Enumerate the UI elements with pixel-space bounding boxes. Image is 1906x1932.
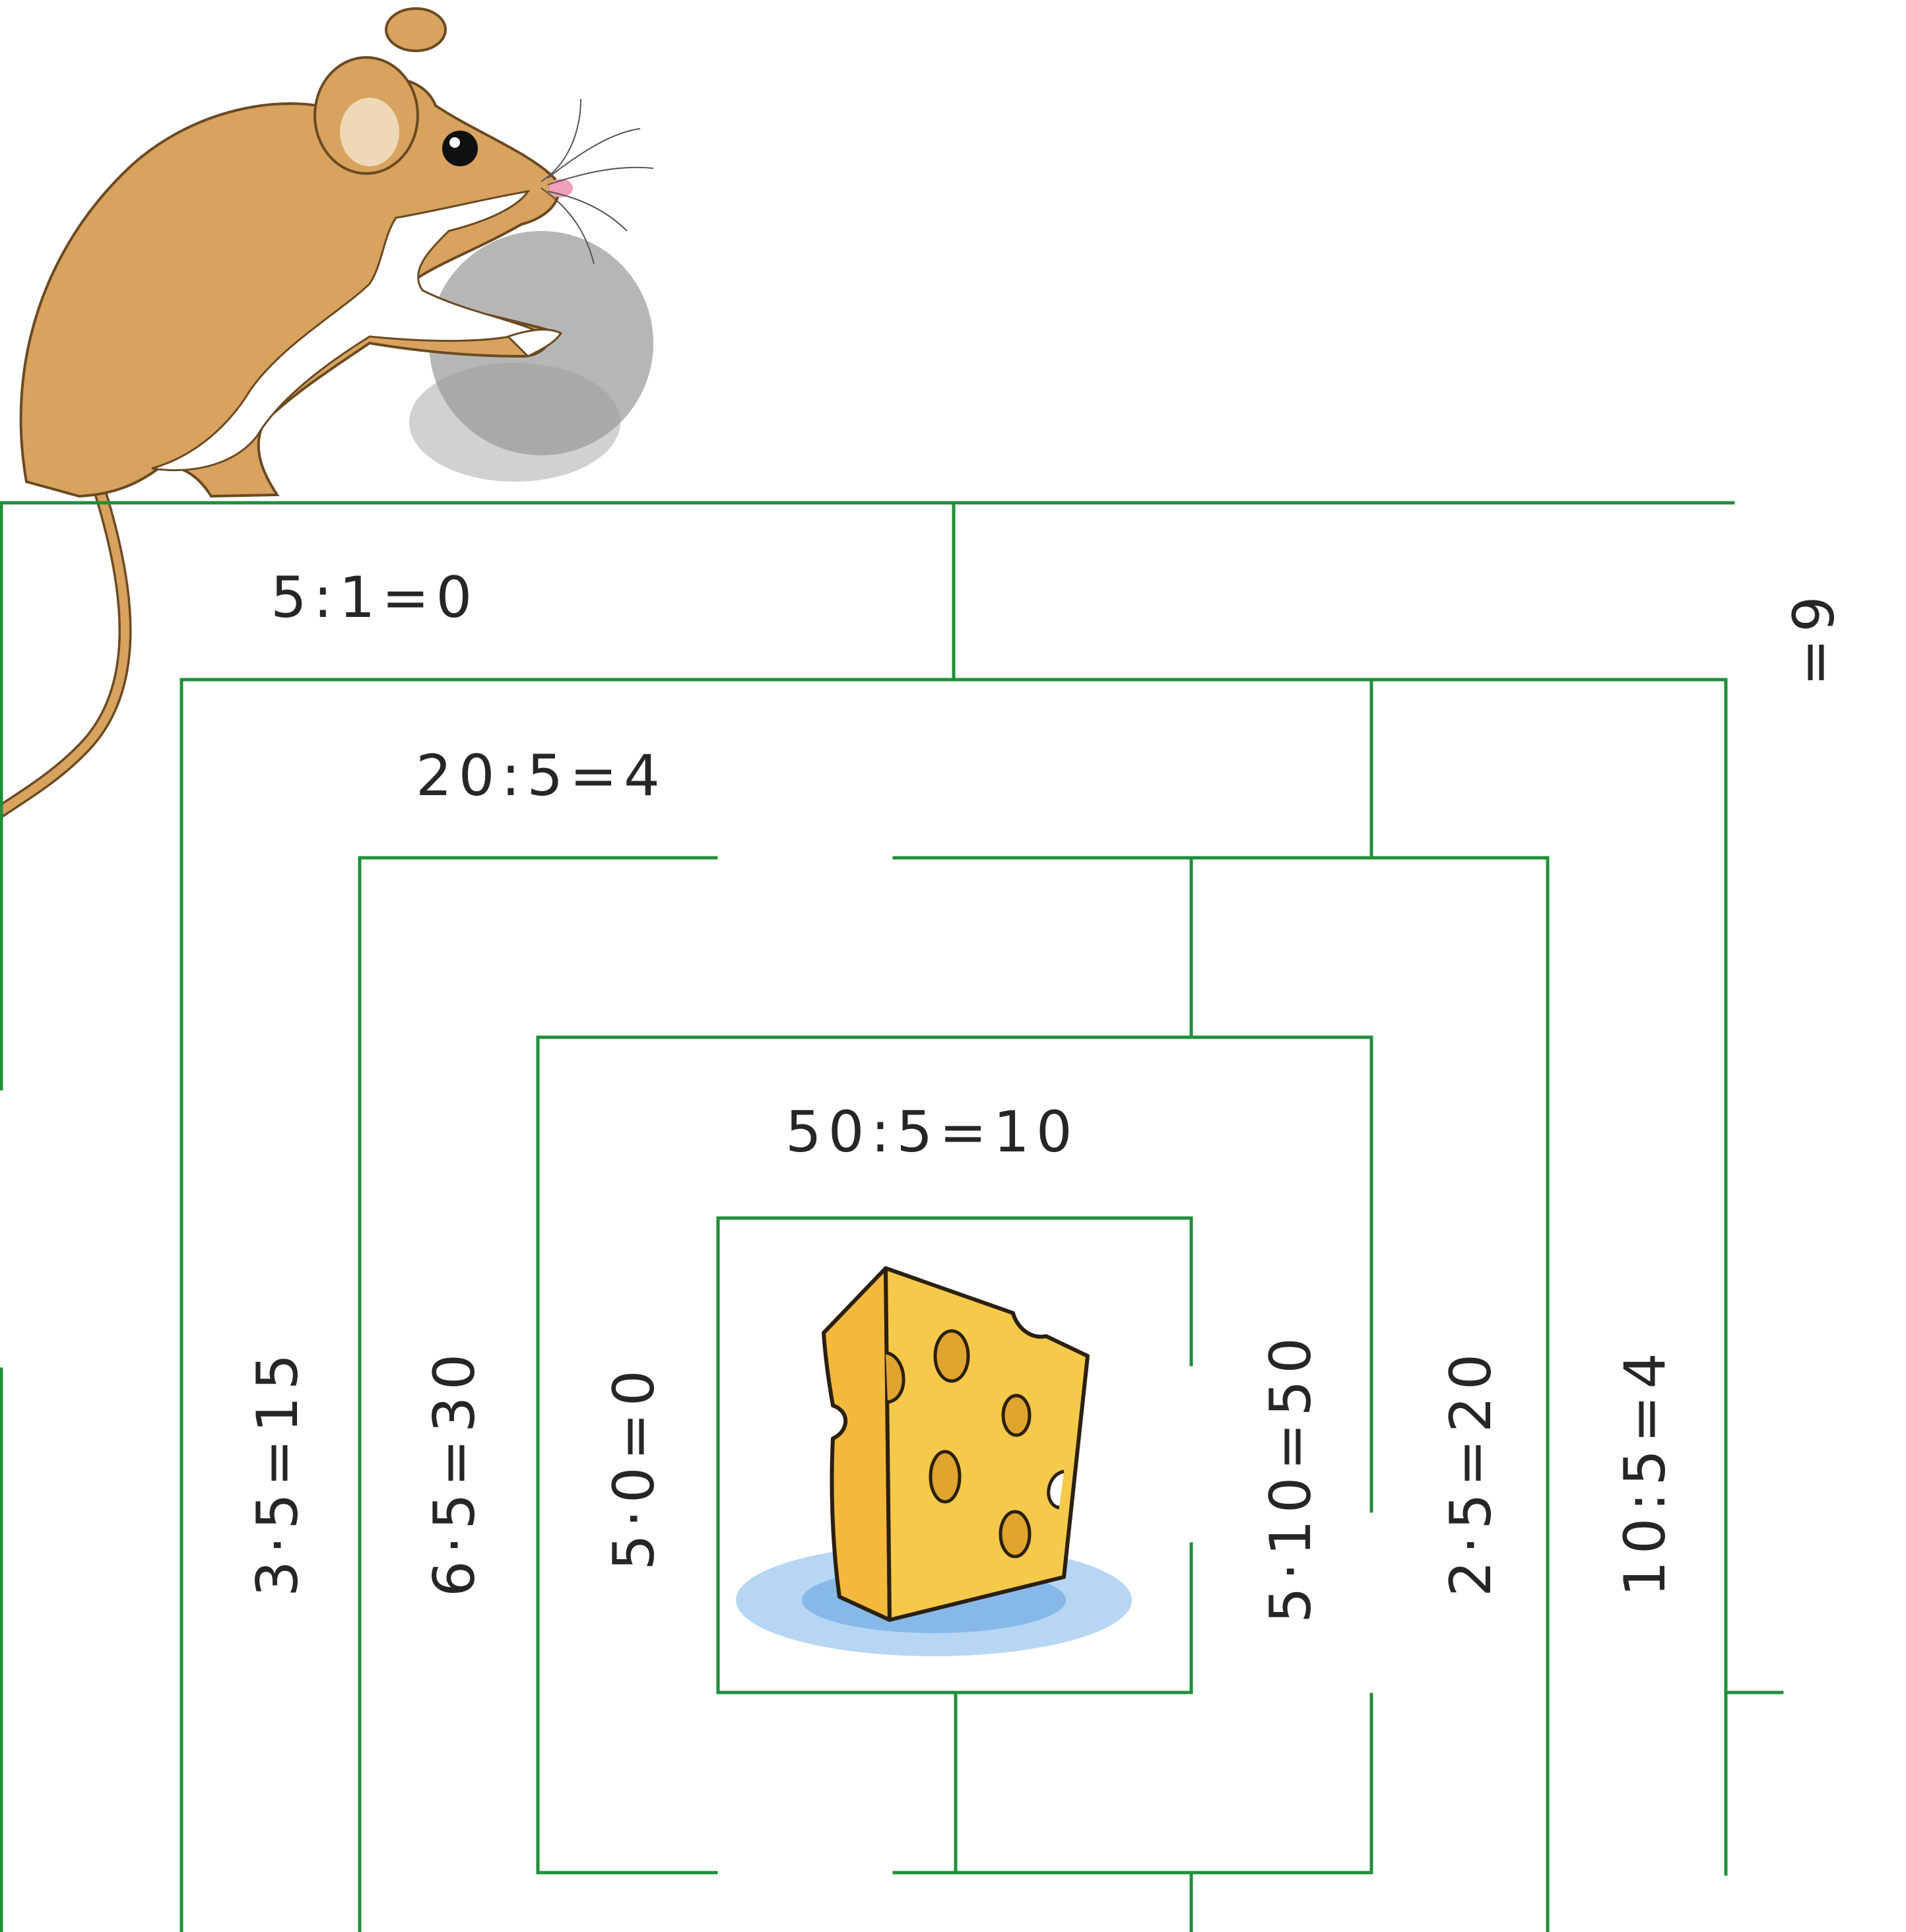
mouse-illustration bbox=[0, 7, 654, 818]
equation-top-row: 5:1=0 bbox=[271, 565, 478, 631]
equation-second-row: 20:5=4 bbox=[416, 743, 667, 809]
equation-center-row: 50:5=10 bbox=[785, 1099, 1079, 1165]
equation-col-left-3: 5·0=0 bbox=[601, 1363, 667, 1570]
equation-col-right-1: 5·10=50 bbox=[1258, 1331, 1324, 1623]
equation-col-left-2: 6·5=30 bbox=[422, 1347, 488, 1597]
equations: 5:1=0 20:5=4 50:5=10 =9 3·5=15 6·5=30 5·… bbox=[245, 565, 1847, 1623]
equation-col-right-3: 10:5=4 bbox=[1612, 1346, 1678, 1597]
equation-right-edge: =9 bbox=[1781, 589, 1847, 686]
equation-col-left-1: 3·5=15 bbox=[245, 1347, 311, 1597]
maze-walls bbox=[0, 501, 1784, 1932]
cheese-illustration bbox=[736, 1266, 1132, 1656]
equation-col-right-2: 2·5=20 bbox=[1438, 1347, 1504, 1597]
